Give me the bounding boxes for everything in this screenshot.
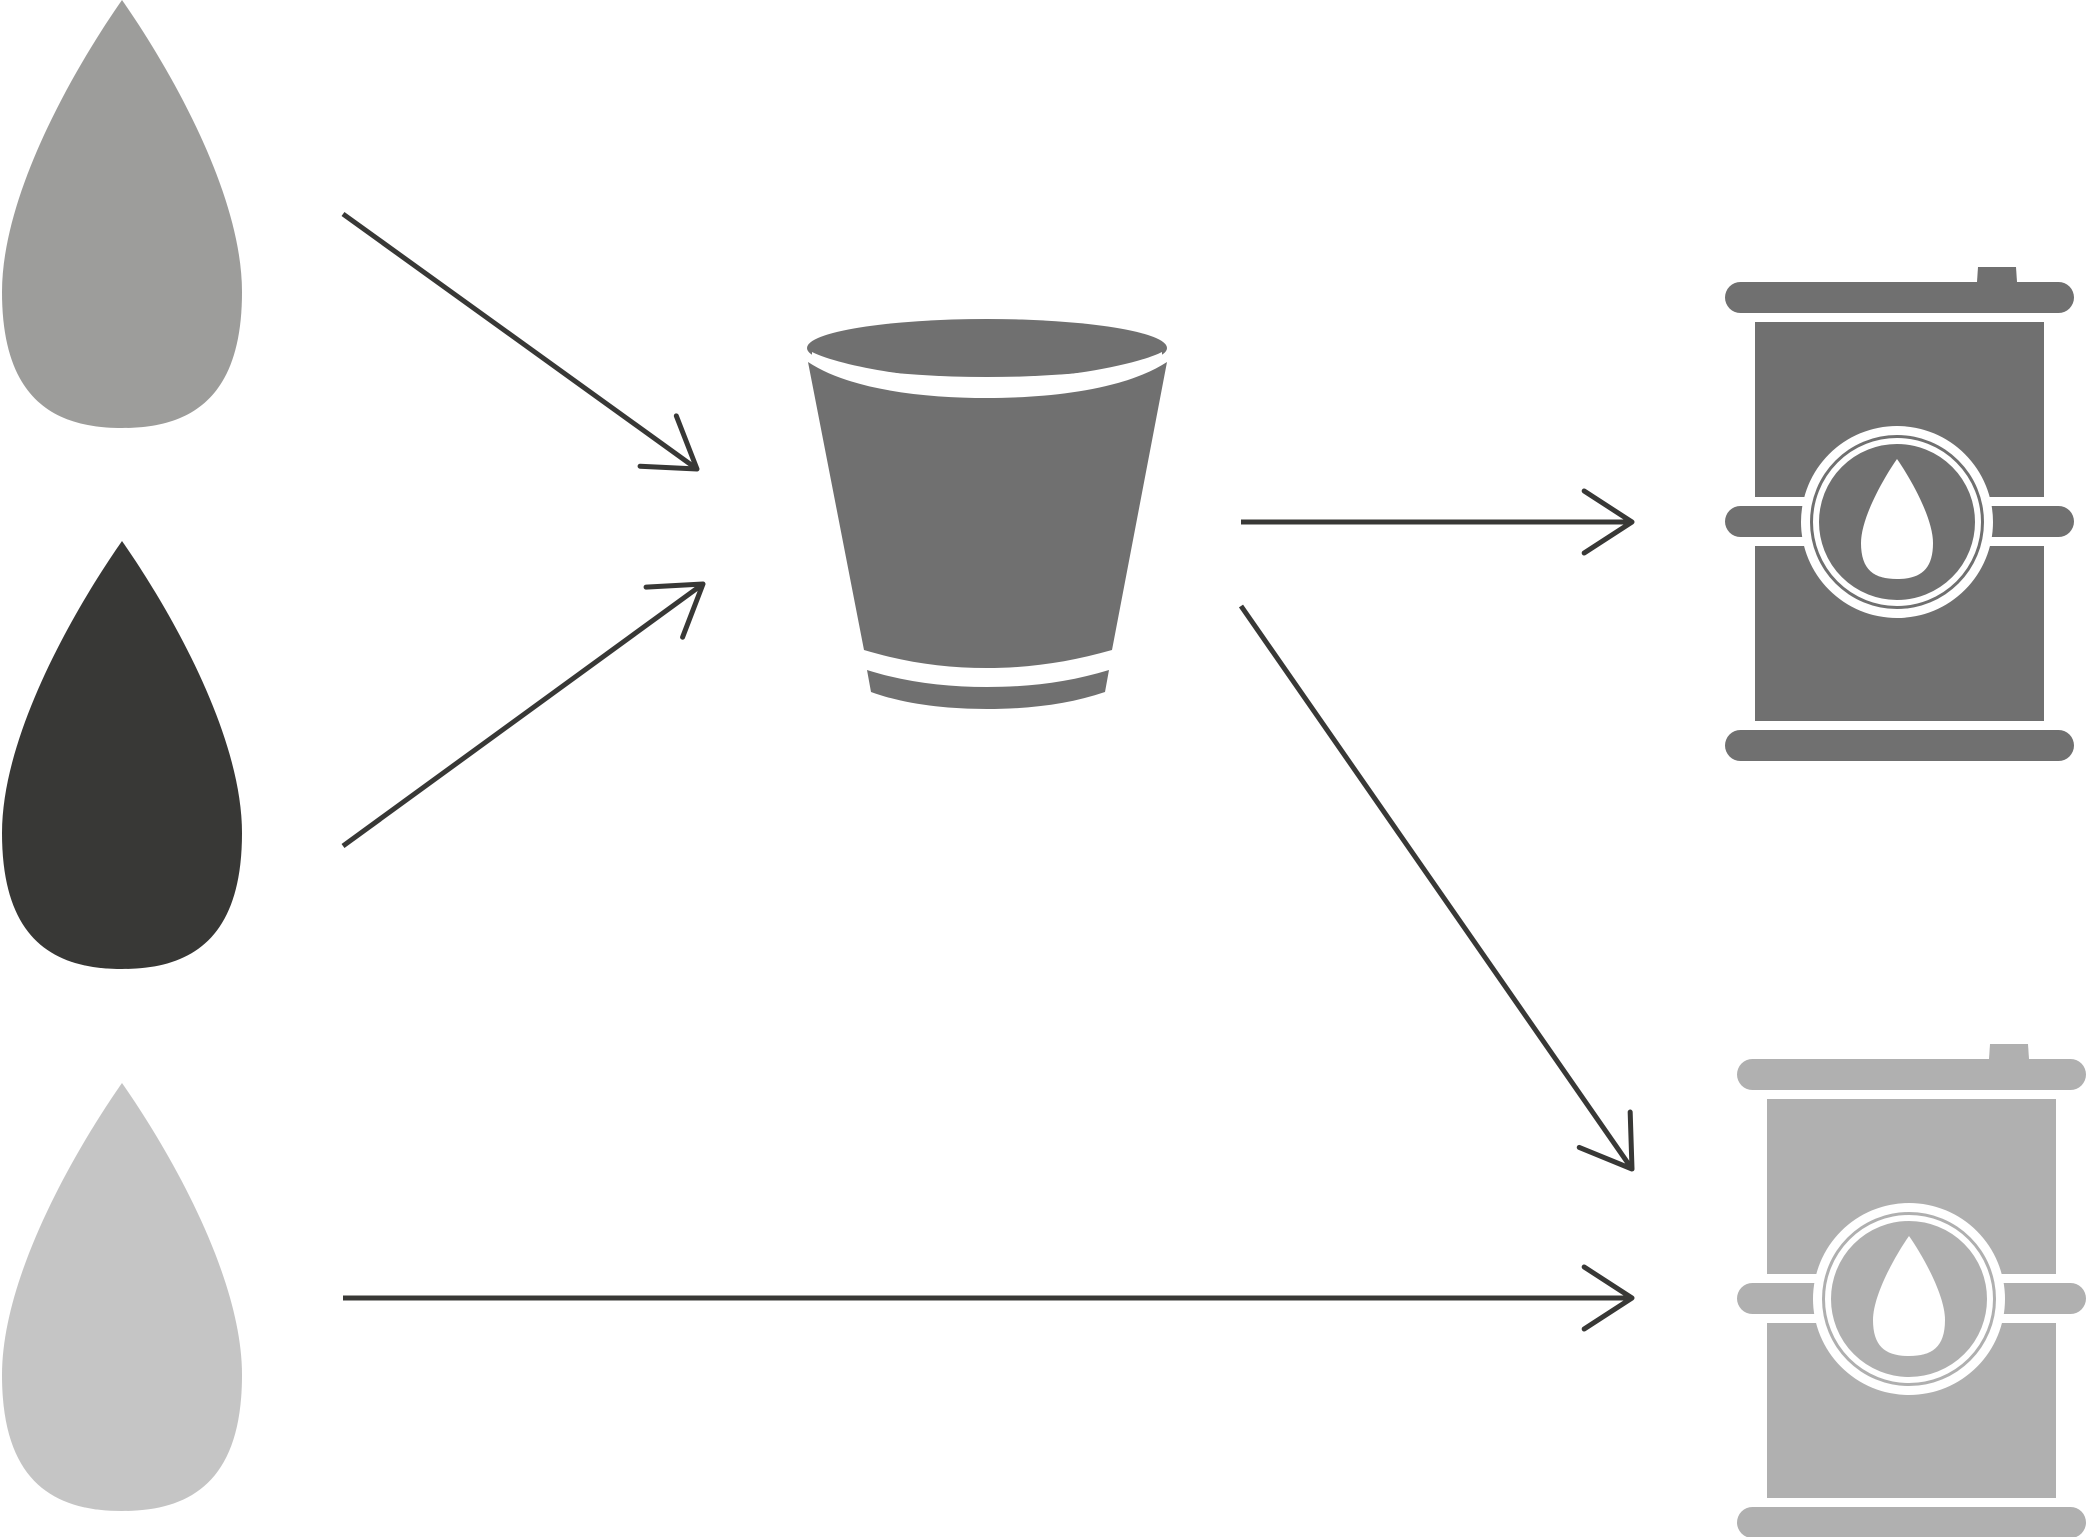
arrow-head [643,581,706,640]
arrow-bucket-to-barrel-bottom [1238,604,1635,1172]
oil-drop-icon [1861,459,1933,579]
arrow-drop2-to-bucket [341,581,706,849]
arrow-bucket-to-barrel-top [1241,488,1635,556]
arrow-head [1581,1264,1635,1332]
oil-drop-icon [2,541,242,969]
barrel-rim-bottom [1737,1507,2086,1537]
oil-barrel-icon [1725,267,2074,761]
arrow-head [637,413,700,472]
arrow-drop1-to-bucket [341,211,700,472]
barrel-rim-top [1737,1059,2086,1090]
arrow-shaft [341,211,699,472]
oil-drop-icon [2,0,242,428]
bucket-icon [807,319,1167,709]
oil-barrel-icon [1737,1044,2086,1537]
barrel-cap [1989,1044,2029,1059]
arrow-head [1576,1109,1635,1172]
barrel-cap [1977,267,2017,282]
arrow-head [1581,488,1635,556]
oil-drop-icon [1873,1236,1945,1356]
arrow-shaft [1238,604,1635,1171]
oil-drop-icon [2,1083,242,1511]
arrow-shaft [341,581,705,849]
barrel-rim-bottom [1725,730,2074,761]
arrow-drop3-to-barrel [343,1264,1635,1332]
barrel-rim-top [1725,282,2074,313]
